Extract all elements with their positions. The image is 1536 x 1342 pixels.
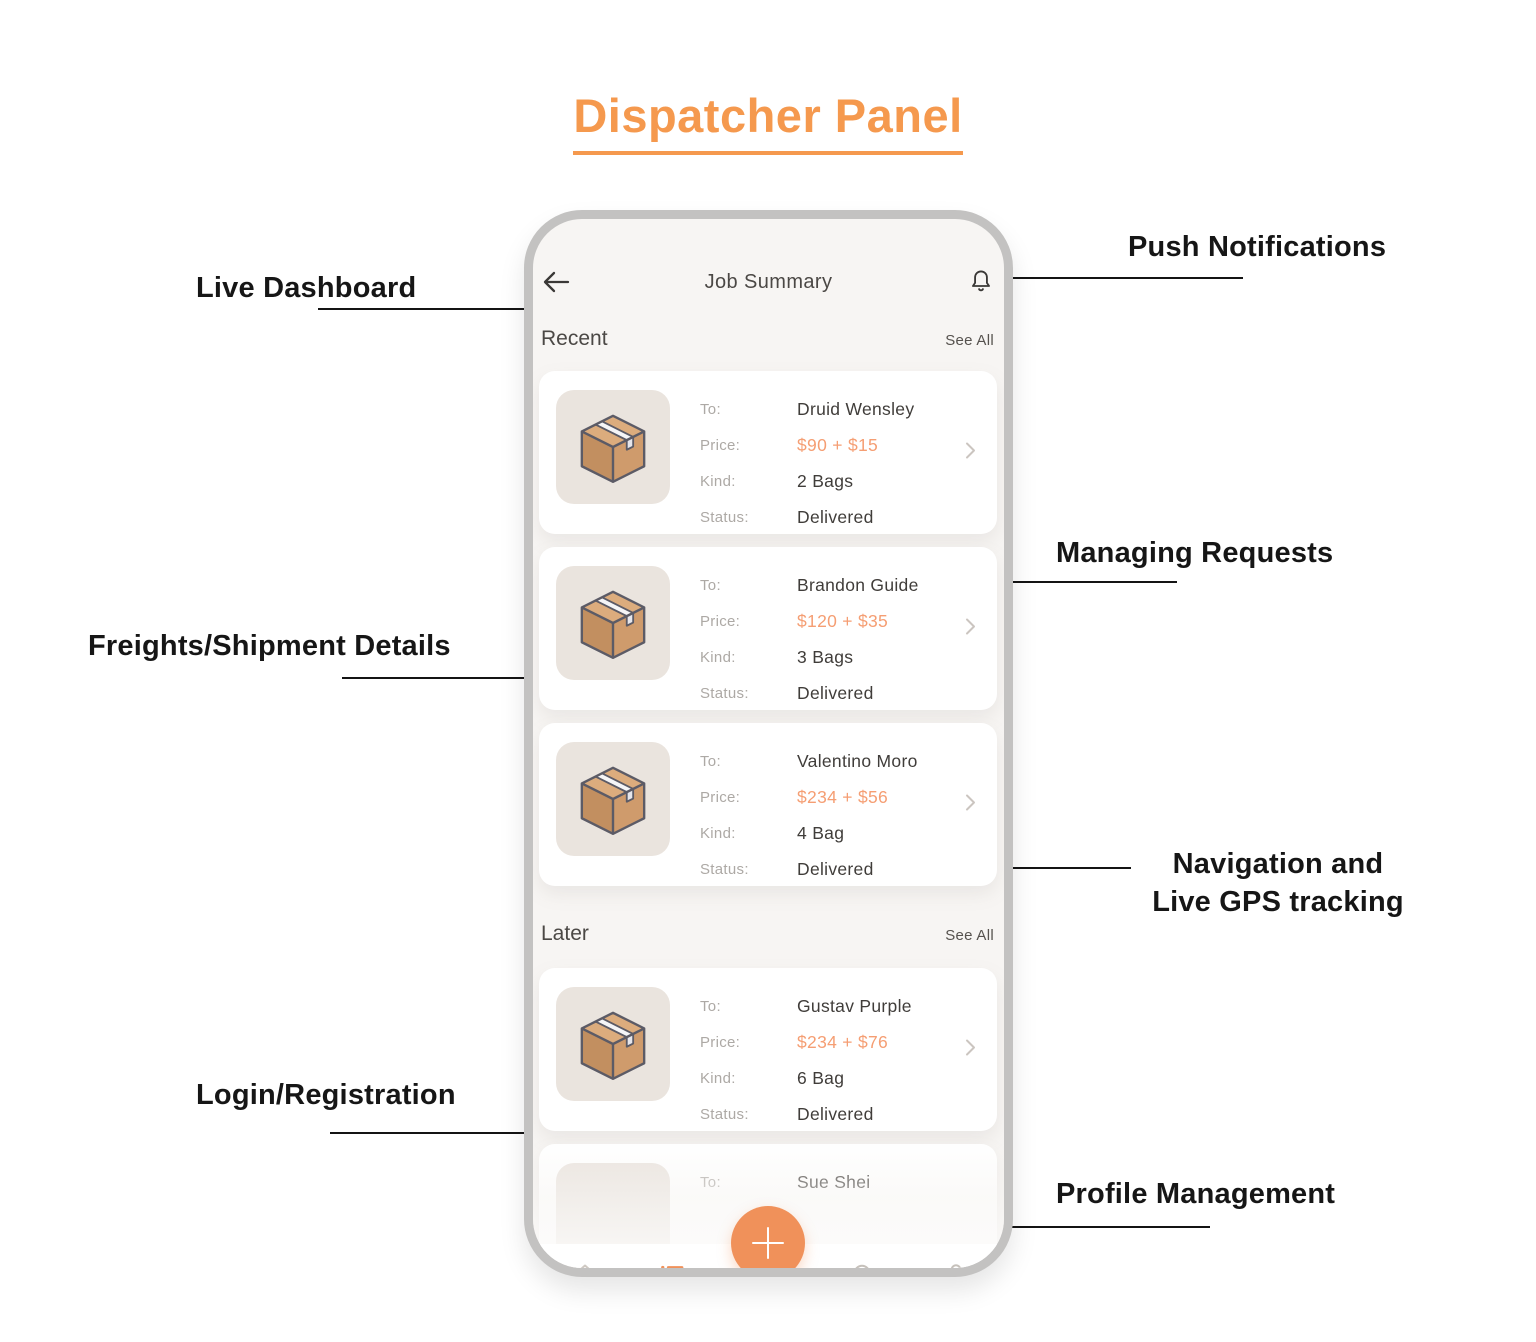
field-label-status: Status: <box>700 860 749 878</box>
chevron-right-icon[interactable] <box>959 438 981 467</box>
connector-line-push-notifications <box>1006 277 1243 279</box>
job-info: To: Brandon Guide Price: $120 + $35 Kind: 3… <box>700 567 997 710</box>
orders-list-icon <box>661 1265 684 1268</box>
connector-line-freights <box>342 677 604 679</box>
field-value-to: Druid Wensley <box>797 398 915 419</box>
profile-icon <box>950 1264 962 1268</box>
field-value-status: Delivered <box>797 506 874 527</box>
notifications-button[interactable] <box>964 265 998 299</box>
package-box-icon <box>580 1011 646 1081</box>
package-thumb <box>556 987 670 1101</box>
job-info: To: Valentino Moro Price: $234 + $56 Kind:… <box>700 743 997 886</box>
annotation-managing-requests: Managing Requests <box>1056 537 1334 569</box>
field-label-price: Price: <box>700 1033 741 1051</box>
package-thumb <box>556 742 670 856</box>
annotation-login-registration: Login/Registration <box>196 1079 456 1111</box>
job-card[interactable]: To: Valentino Moro Price: $234 + $56 Kind:… <box>539 723 997 886</box>
field-label-price: Price: <box>700 612 741 630</box>
package-thumb <box>556 390 670 504</box>
annotation-navigation-gps: Navigation and Live GPS tracking <box>1152 848 1404 918</box>
package-box-icon <box>580 766 646 836</box>
annotation-live-dashboard: Live Dashboard <box>196 272 417 304</box>
connector-line-navigation-gps <box>912 867 1131 869</box>
nav-orders-button[interactable] <box>657 1260 687 1268</box>
job-info: To: Gustav Purple Price: $234 + $76 Kind: 6… <box>700 988 997 1131</box>
annotation-push-notifications: Push Notifications <box>1128 231 1387 263</box>
chevron-right-icon[interactable] <box>959 614 981 643</box>
connector-line-managing-requests <box>943 581 1177 583</box>
see-all-link[interactable]: See All <box>945 927 994 944</box>
field-value-price: $90 + $15 <box>797 434 879 455</box>
app-screen: Job Summary Recent See All <box>533 265 1004 1268</box>
field-label-kind: Kind: <box>700 648 736 666</box>
field-label-price: Price: <box>700 788 741 806</box>
field-value-kind: 6 Bag <box>797 1067 845 1088</box>
connector-line-login <box>330 1132 565 1134</box>
package-thumb <box>556 566 670 680</box>
field-label-to: To: <box>700 400 721 418</box>
package-box-icon <box>580 414 646 484</box>
see-all-link[interactable]: See All <box>945 332 994 349</box>
fab-add-button[interactable] <box>731 1206 805 1268</box>
field-value-to: Sue Shei <box>797 1171 871 1192</box>
page-title: Dispatcher Panel <box>0 88 1536 155</box>
field-label-status: Status: <box>700 684 749 702</box>
field-value-kind: 3 Bags <box>797 646 854 667</box>
field-value-status: Delivered <box>797 682 874 703</box>
section-header-recent: Recent See All <box>541 327 994 355</box>
field-label-kind: Kind: <box>700 824 736 842</box>
field-value-to: Gustav Purple <box>797 995 912 1016</box>
chevron-right-icon[interactable] <box>959 790 981 819</box>
location-pin-icon <box>855 1264 869 1268</box>
section-heading: Recent <box>541 327 608 350</box>
field-label-kind: Kind: <box>700 1069 736 1087</box>
back-button[interactable] <box>539 265 573 299</box>
field-value-to: Brandon Guide <box>797 574 919 595</box>
plus-icon <box>752 1227 784 1259</box>
field-label-status: Status: <box>700 508 749 526</box>
field-value-status: Delivered <box>797 1103 874 1124</box>
bell-icon <box>972 270 990 292</box>
field-value-kind: 2 Bags <box>797 470 854 491</box>
field-label-to: To: <box>700 752 721 770</box>
field-label-price: Price: <box>700 436 741 454</box>
arrow-left-icon <box>543 271 570 293</box>
field-value-to: Valentino Moro <box>797 750 918 771</box>
home-icon <box>580 1264 590 1268</box>
annotation-profile-management: Profile Management <box>1056 1178 1336 1210</box>
field-label-to: To: <box>700 576 721 594</box>
connector-line-live-dashboard <box>318 308 549 310</box>
section-heading: Later <box>541 922 589 945</box>
field-value-kind: 4 Bag <box>797 822 845 843</box>
job-card[interactable]: To: Druid Wensley Price: $90 + $15 Kind: 2 … <box>539 371 997 534</box>
field-label-to: To: <box>700 1173 721 1191</box>
section-header-later: Later See All <box>541 922 994 950</box>
nav-location-button[interactable] <box>847 1260 877 1268</box>
package-box-icon <box>580 590 646 660</box>
app-header: Job Summary <box>539 265 998 299</box>
nav-profile-button[interactable] <box>941 1260 971 1268</box>
nav-home-button[interactable] <box>570 1260 600 1268</box>
field-value-price: $234 + $76 <box>797 1031 889 1052</box>
field-label-kind: Kind: <box>700 472 736 490</box>
chevron-right-icon[interactable] <box>959 1035 981 1064</box>
phone-frame: Job Summary Recent See All <box>524 210 1013 1277</box>
field-value-price: $234 + $56 <box>797 786 889 807</box>
field-value-price: $120 + $35 <box>797 610 889 631</box>
job-card[interactable]: To: Brandon Guide Price: $120 + $35 Kind: 3… <box>539 547 997 710</box>
field-label-status: Status: <box>700 1105 749 1123</box>
annotation-freights-shipment-details: Freights/Shipment Details <box>88 630 451 662</box>
field-value-status: Delivered <box>797 858 874 879</box>
screen-title: Job Summary <box>704 270 833 293</box>
job-info: To: Druid Wensley Price: $90 + $15 Kind: 2 … <box>700 391 997 534</box>
field-label-to: To: <box>700 997 721 1015</box>
connector-line-profile <box>975 1226 1210 1228</box>
job-card[interactable]: To: Gustav Purple Price: $234 + $76 Kind: 6… <box>539 968 997 1131</box>
